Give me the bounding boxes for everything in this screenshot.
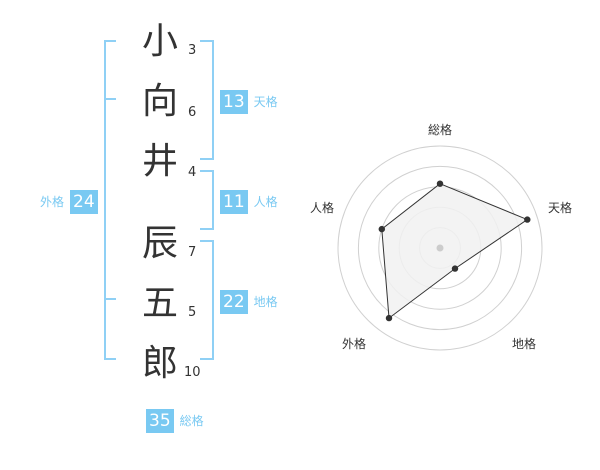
tenkaku-bracket <box>200 40 214 160</box>
gaikaku-badge: 外格 24 <box>40 190 98 214</box>
name-char-6: 郎 <box>141 343 178 384</box>
name-char-5: 五 <box>141 283 178 324</box>
stroke-count-4: 7 <box>188 245 197 260</box>
chikaku-value: 22 <box>220 290 248 314</box>
radar-point-jinkaku <box>378 225 385 233</box>
stroke-count-6: 10 <box>184 365 201 380</box>
radar-label-gaikaku: 外格 <box>342 336 366 351</box>
radar-points <box>378 180 531 322</box>
radar-label-soukaku: 総格 <box>428 122 452 137</box>
radar-point-chikaku <box>451 265 459 272</box>
gaikaku-tick-2 <box>104 298 116 300</box>
soukaku-label: 総格 <box>179 414 204 428</box>
jinkaku-value: 11 <box>220 190 248 214</box>
stroke-count-1: 3 <box>188 43 197 58</box>
stroke-count-2: 6 <box>188 105 197 120</box>
gaikaku-label: 外格 <box>40 195 65 209</box>
chikaku-badge: 22 地格 <box>220 290 278 314</box>
chikaku-bracket <box>200 240 214 360</box>
jinkaku-label: 人格 <box>253 195 278 209</box>
stroke-count-3: 4 <box>188 165 197 180</box>
jinkaku-bracket <box>200 170 214 230</box>
radar-chart: 総格 天格 地格 外格 人格 <box>310 122 572 351</box>
radar-ring-2 <box>357 165 523 331</box>
gaikaku-value: 24 <box>70 190 98 214</box>
jinkaku-badge: 11 人格 <box>220 190 278 214</box>
soukaku-value: 35 <box>146 409 174 433</box>
radar-label-tenkaku: 天格 <box>548 200 572 215</box>
gaikaku-bracket <box>104 40 116 360</box>
name-char-2: 向 <box>141 81 178 122</box>
tenkaku-value: 13 <box>220 90 248 114</box>
tenkaku-label: 天格 <box>253 95 278 109</box>
stroke-count-5: 5 <box>188 305 197 320</box>
radar-ring-1 <box>337 145 543 351</box>
name-char-4: 辰 <box>141 223 178 264</box>
radar-label-jinkaku: 人格 <box>310 200 334 215</box>
gaikaku-tick-1 <box>104 98 116 100</box>
radar-point-tenkaku <box>524 216 531 223</box>
radar-shape <box>381 183 529 320</box>
radar-point-soukaku <box>436 180 444 187</box>
radar-label-chikaku: 地格 <box>512 336 536 351</box>
soukaku-badge: 35 総格 <box>146 409 204 433</box>
tenkaku-badge: 13 天格 <box>220 90 278 114</box>
radar-center-dot <box>436 244 444 252</box>
radar-point-gaikaku <box>385 314 393 322</box>
name-char-1: 小 <box>141 21 178 62</box>
name-char-3: 井 <box>141 141 178 182</box>
chikaku-label: 地格 <box>253 295 278 309</box>
